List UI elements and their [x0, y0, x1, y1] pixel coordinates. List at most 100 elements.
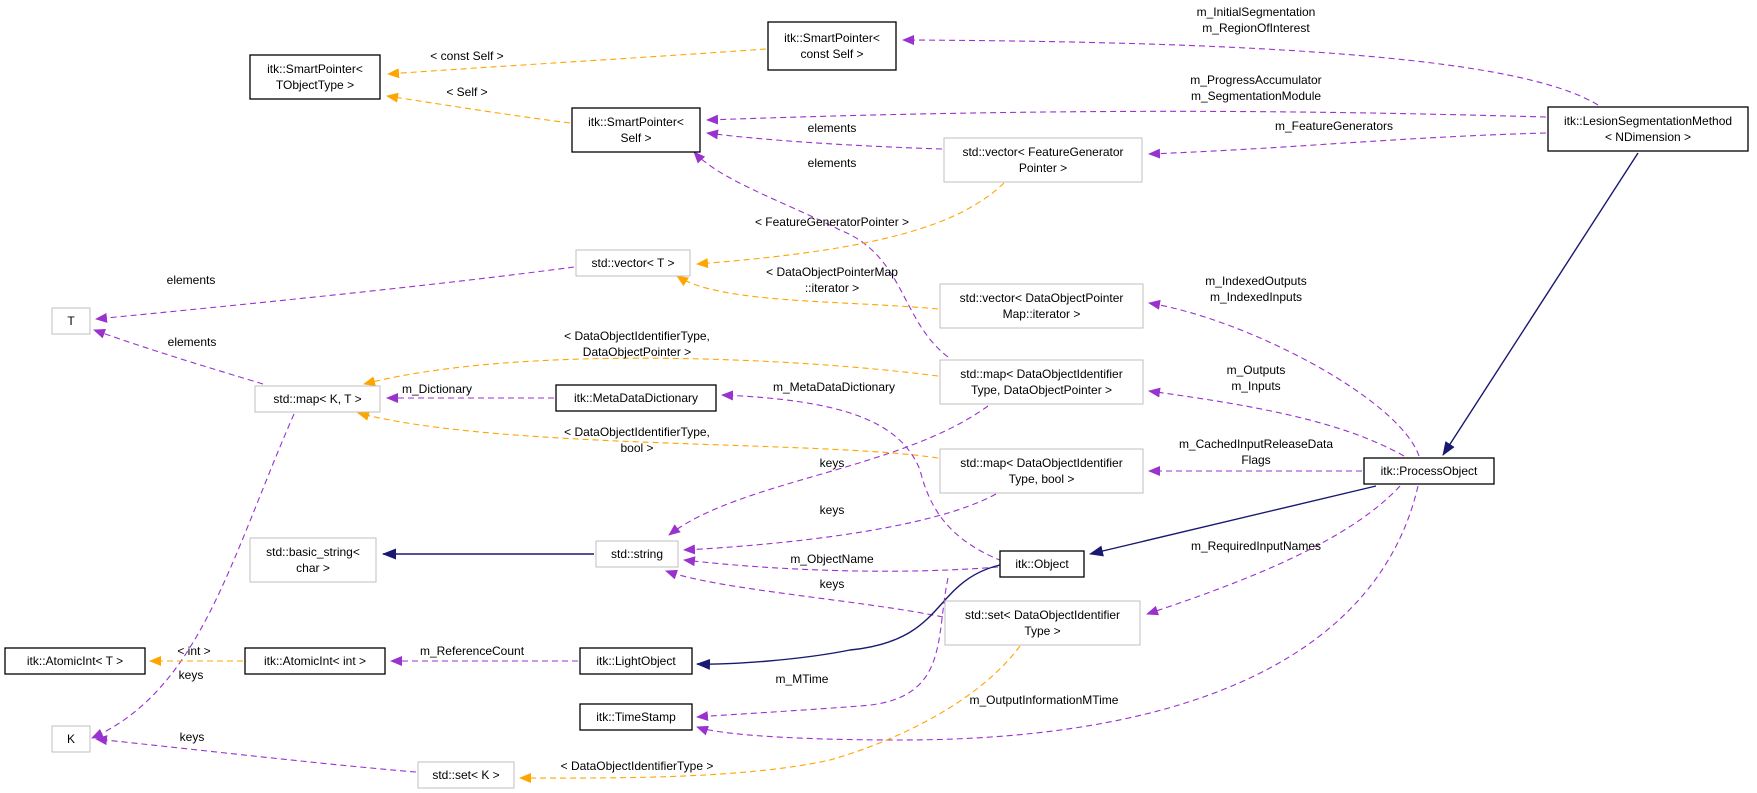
class-node-label: itk::ProcessObject [1381, 464, 1478, 478]
class-node-box [999, 550, 1085, 578]
member-edge-processobject-to-vec_dopmap [1148, 299, 1420, 457]
edge-label: m_RegionOfInterest [1202, 21, 1310, 35]
edge-label: elements [808, 121, 857, 135]
class-node-object[interactable]: itk::Object [999, 550, 1085, 578]
class-node-atomicint-t[interactable]: itk::AtomicInt< T > [4, 647, 146, 675]
class-node-box [244, 647, 386, 675]
member-edge-object-to-string [683, 556, 999, 572]
class-node-box [249, 54, 381, 100]
edge-label: m_FeatureGenerators [1275, 119, 1393, 133]
class-node-label: itk::LightObject [596, 654, 676, 668]
edge-label: m_MTime [776, 672, 829, 686]
class-node-label: Pointer > [1019, 161, 1067, 175]
class-node-label: char > [296, 561, 330, 575]
edge-label: m_InitialSegmentation [1197, 5, 1316, 19]
class-node-box [249, 537, 377, 583]
edge-label: m_CachedInputReleaseData [1179, 437, 1333, 451]
class-node-sp-constself[interactable]: itk::SmartPointer<const Self > [767, 21, 897, 71]
member-edge-set_doit-to-string [665, 569, 944, 618]
class-node-map-doit-dop: std::map< DataObjectIdentifierType, Data… [939, 359, 1144, 405]
class-node-label: itk::SmartPointer< [588, 115, 684, 129]
member-edge-map_kt-to-t [93, 328, 264, 385]
class-node-timestamp[interactable]: itk::TimeStamp [579, 703, 693, 731]
member-edge-map_kt-to-k [91, 413, 295, 739]
template-edge-set_doit-to-set_k [519, 645, 1021, 784]
class-node-vec-t: std::vector< T > [575, 249, 691, 277]
class-node-map-doit-bool: std::map< DataObjectIdentifierType, bool… [939, 448, 1144, 494]
edge-label: m_MetaDataDictionary [773, 380, 895, 394]
class-node-label: Type, DataObjectPointer > [971, 383, 1112, 397]
member-edge-lesion-to-sp_constself [902, 35, 1599, 106]
edge-label: < DataObjectIdentifierType > [561, 759, 714, 773]
edge-label: DataObjectPointer > [583, 345, 691, 359]
edge-label: < Self > [446, 85, 487, 99]
member-edge-object-to-metadatadictionary [721, 390, 1003, 562]
class-node-set-k: std::set< K > [417, 761, 515, 789]
class-node-box [1547, 106, 1749, 152]
member-edge-processobject-to-set_doit [1146, 485, 1401, 616]
edge-label: m_ReferenceCount [420, 644, 525, 658]
class-node-t: T [51, 307, 91, 335]
member-edge-map_doit_dop-to-sp_self [693, 151, 949, 358]
edge-label: ::iterator > [805, 281, 859, 295]
member-edge-processobject-to-map_doit_dop [1148, 387, 1405, 457]
inherit-edge-object-to-lightobject [696, 563, 1005, 670]
member-edge-set_k-to-k [95, 735, 417, 773]
edge-label: keys [179, 668, 204, 682]
edge-label: Flags [1241, 453, 1270, 467]
edge-label: m_IndexedOutputs [1205, 274, 1306, 288]
class-node-box [944, 600, 1141, 646]
class-node-label: Type > [1024, 624, 1060, 638]
edge-label: keys [820, 577, 845, 591]
class-node-label: std::string [611, 547, 663, 561]
edge-label: elements [808, 156, 857, 170]
class-node-sp-tobjecttype[interactable]: itk::SmartPointer<TObjectType > [249, 54, 381, 100]
edge-label: m_ProgressAccumulator [1190, 73, 1321, 87]
class-node-metadatadictionary[interactable]: itk::MetaDataDictionary [555, 384, 717, 412]
edge-label: keys [820, 456, 845, 470]
edge-label: < FeatureGeneratorPointer > [755, 215, 909, 229]
edge-label: m_Inputs [1231, 379, 1280, 393]
class-node-label: itk::Object [1015, 557, 1069, 571]
member-edge-lesion-to-vec_featuregen [1148, 132, 1547, 159]
class-node-box [4, 647, 146, 675]
class-node-basic-string: std::basic_string<char > [249, 537, 377, 583]
class-node-box [571, 107, 701, 153]
class-node-box [939, 283, 1144, 329]
edge-label: m_Dictionary [402, 382, 472, 396]
edge-label: m_ObjectName [790, 552, 874, 566]
class-node-label: std::vector< DataObjectPointer [960, 291, 1124, 305]
edges-layer [91, 35, 1639, 784]
class-node-label: std::map< DataObjectIdentifier [960, 367, 1122, 381]
edge-label: m_OutputInformationMTime [970, 693, 1119, 707]
nodes-layer: itk::LesionSegmentationMethod< NDimensio… [4, 21, 1749, 789]
class-node-sp-self[interactable]: itk::SmartPointer<Self > [571, 107, 701, 153]
class-node-label: K [67, 732, 75, 746]
class-node-label: itk::AtomicInt< int > [264, 654, 366, 668]
edge-label: bool > [620, 441, 653, 455]
member-edge-lesion-to-sp_self [706, 110, 1547, 125]
class-node-box [51, 725, 91, 753]
edge-label: < DataObjectPointerMap [766, 265, 898, 279]
class-node-label: std::vector< T > [592, 256, 675, 270]
class-node-box [939, 359, 1144, 405]
class-node-box [579, 647, 693, 675]
class-node-label: std::set< K > [432, 768, 499, 782]
class-node-lightobject[interactable]: itk::LightObject [579, 647, 693, 675]
class-node-lesion: itk::LesionSegmentationMethod< NDimensio… [1547, 106, 1749, 152]
class-node-label: itk::MetaDataDictionary [574, 391, 698, 405]
edge-label: m_Outputs [1227, 363, 1286, 377]
class-node-box [939, 448, 1144, 494]
class-node-box [579, 703, 693, 731]
class-node-atomicint-int[interactable]: itk::AtomicInt< int > [244, 647, 386, 675]
class-node-label: std::basic_string< [266, 545, 360, 559]
class-node-string: std::string [595, 540, 679, 568]
edge-label: < const Self > [430, 49, 503, 63]
edge-label: m_RequiredInputNames [1191, 539, 1321, 553]
edge-label: m_SegmentationModule [1191, 89, 1321, 103]
class-node-label: Type, bool > [1009, 472, 1075, 486]
class-node-processobject[interactable]: itk::ProcessObject [1363, 457, 1495, 485]
class-node-k: K [51, 725, 91, 753]
edge-label: < DataObjectIdentifierType, [564, 329, 710, 343]
class-node-label: Map::iterator > [1003, 307, 1081, 321]
